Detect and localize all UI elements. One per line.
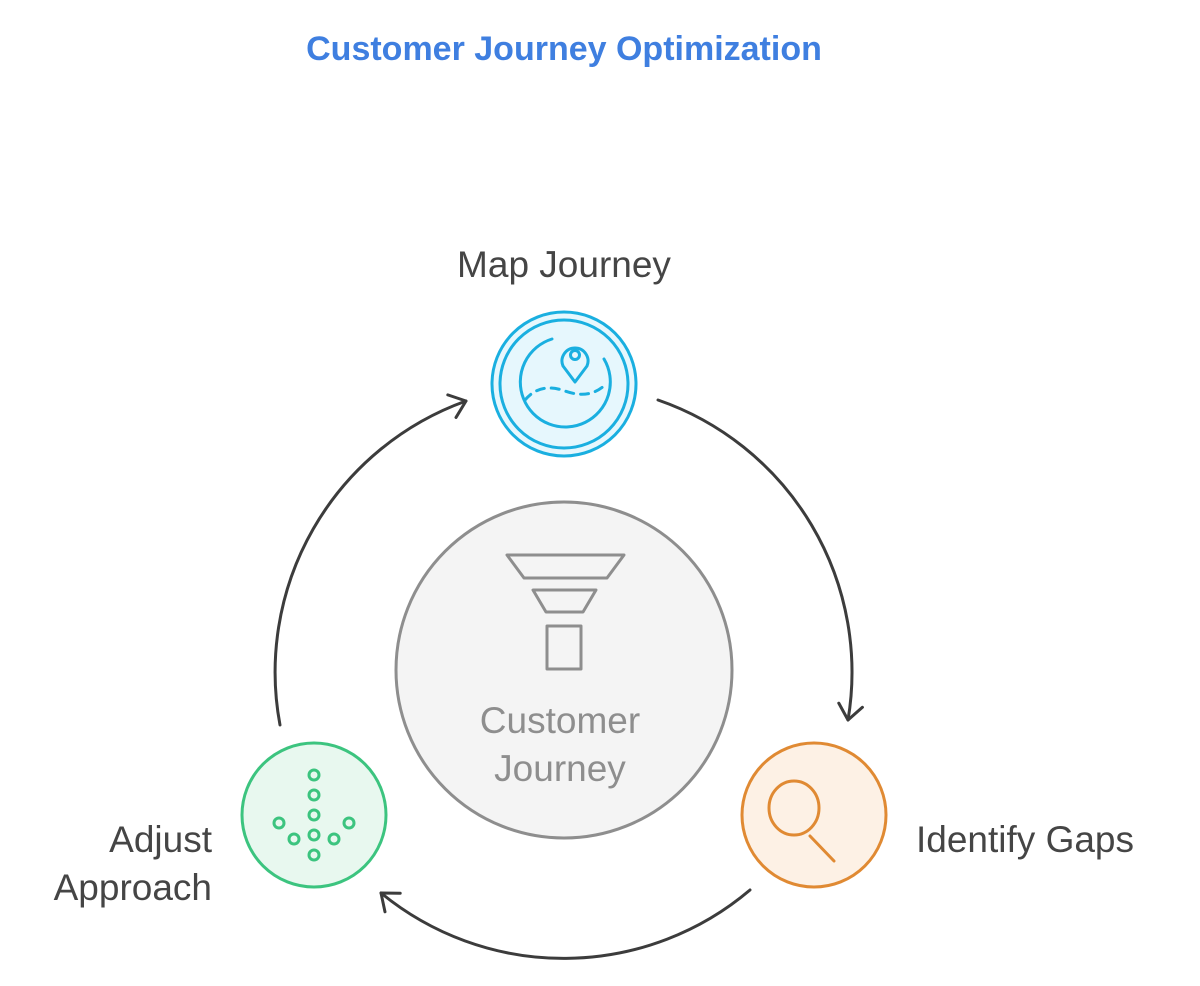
center-node: Customer Journey: [394, 500, 734, 840]
center-label-line1: Customer: [480, 700, 640, 741]
arrow-adjust-to-map: [273, 399, 468, 727]
dots-arrow-down-icon: [272, 768, 356, 862]
diagram-title: Customer Journey Optimization: [306, 30, 822, 68]
arrow-map-to-identify: [656, 398, 854, 722]
map-pin-globe-icon: [518, 337, 612, 429]
step-label-adjust-line2: Approach: [54, 867, 212, 908]
funnel-icon: [505, 553, 626, 671]
step-label-map-journey: Map Journey: [457, 244, 671, 285]
arrowhead-icon: [446, 393, 468, 419]
center-label-line2: Journey: [494, 748, 626, 789]
magnifier-icon: [767, 779, 836, 863]
step-label-identify-gaps: Identify Gaps: [916, 819, 1134, 860]
step-identify-gaps: Identify Gaps: [740, 741, 1134, 889]
arrowhead-icon: [837, 701, 864, 722]
step-adjust-approach: Adjust Approach: [54, 741, 388, 908]
step-map-journey: Map Journey: [457, 244, 671, 458]
arrow-identify-to-adjust: [379, 888, 752, 960]
arrowhead-icon: [379, 891, 402, 914]
step-label-adjust-line1: Adjust: [109, 819, 213, 860]
